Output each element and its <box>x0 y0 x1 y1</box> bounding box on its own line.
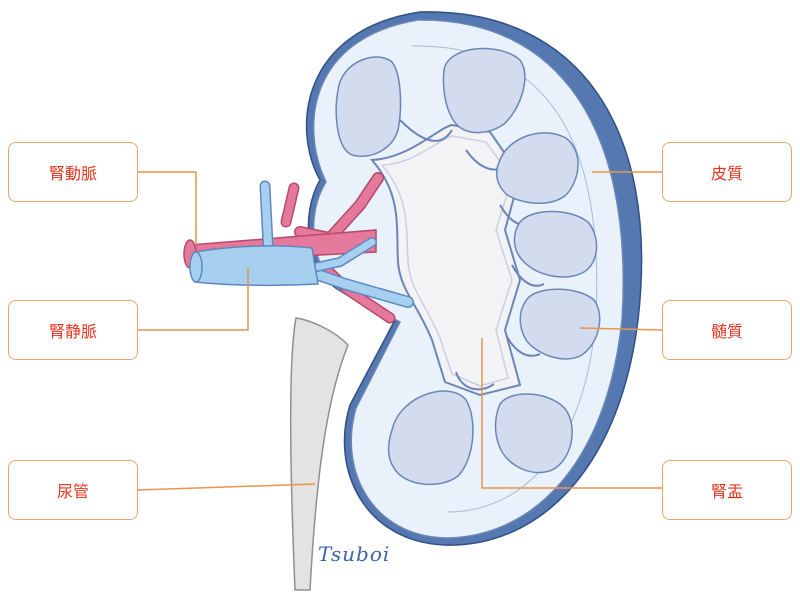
medulla-pyramid <box>335 56 402 157</box>
medulla-pyramid <box>387 390 474 486</box>
medulla-pyramid <box>494 393 573 474</box>
leader-line-renal-artery <box>138 171 197 245</box>
label-renal-artery: 腎動脈 <box>8 142 138 202</box>
watermark-signature: Tsuboi <box>318 542 391 566</box>
label-renal-vein: 腎静脈 <box>8 300 138 360</box>
medulla-pyramid <box>519 288 601 360</box>
calyx-cup <box>455 371 495 391</box>
label-ureter: 尿管 <box>8 460 138 520</box>
leader-line-renal-vein <box>138 268 249 331</box>
renal-artery-branch <box>282 184 298 226</box>
leader-line-ureter <box>137 483 316 491</box>
renal-vein-end <box>189 251 203 283</box>
calyx-cup <box>511 264 545 287</box>
renal-pelvis-shape <box>369 123 522 397</box>
calyx-cup <box>399 119 453 142</box>
label-cortex: 皮質 <box>662 142 792 202</box>
medulla-pyramid <box>442 47 526 134</box>
renal-vein-branch <box>305 267 413 307</box>
medulla-pyramid <box>513 210 598 278</box>
label-medulla: 髄質 <box>662 300 792 360</box>
renal-vein-branch <box>308 238 376 272</box>
leader-line-medulla <box>579 327 663 331</box>
renal-vein-trunk <box>194 245 319 287</box>
label-renal-pelvis: 腎盂 <box>662 460 792 520</box>
calyx-cup <box>505 334 541 357</box>
medulla-pyramid <box>495 132 579 204</box>
renal-vein-branch <box>261 182 272 249</box>
ureter-shape <box>289 317 349 591</box>
leader-line-renal-pelvis <box>481 338 662 489</box>
renal-pelvis-inner-outline <box>381 135 513 387</box>
